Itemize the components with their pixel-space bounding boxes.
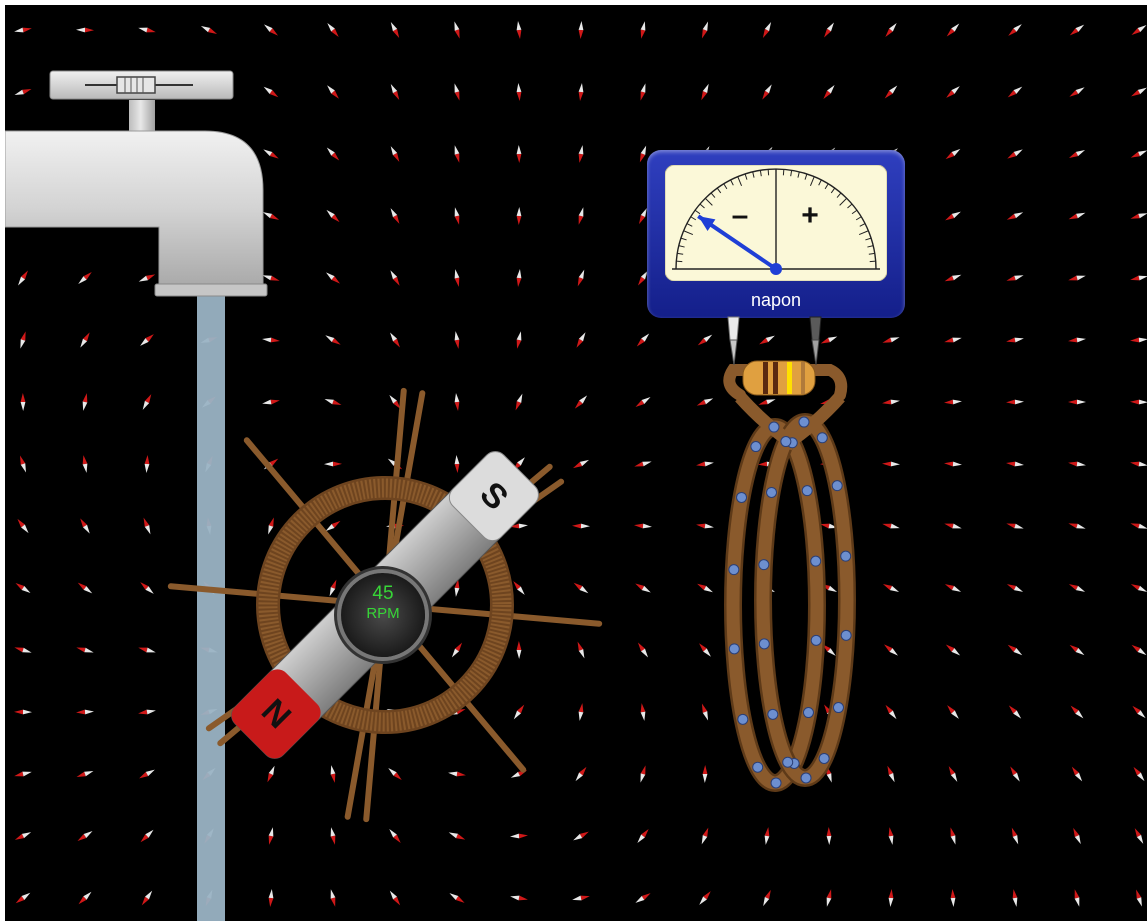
probe-right[interactable] [810,317,821,365]
meter-probes [5,5,1147,921]
probe-left[interactable] [728,317,739,365]
